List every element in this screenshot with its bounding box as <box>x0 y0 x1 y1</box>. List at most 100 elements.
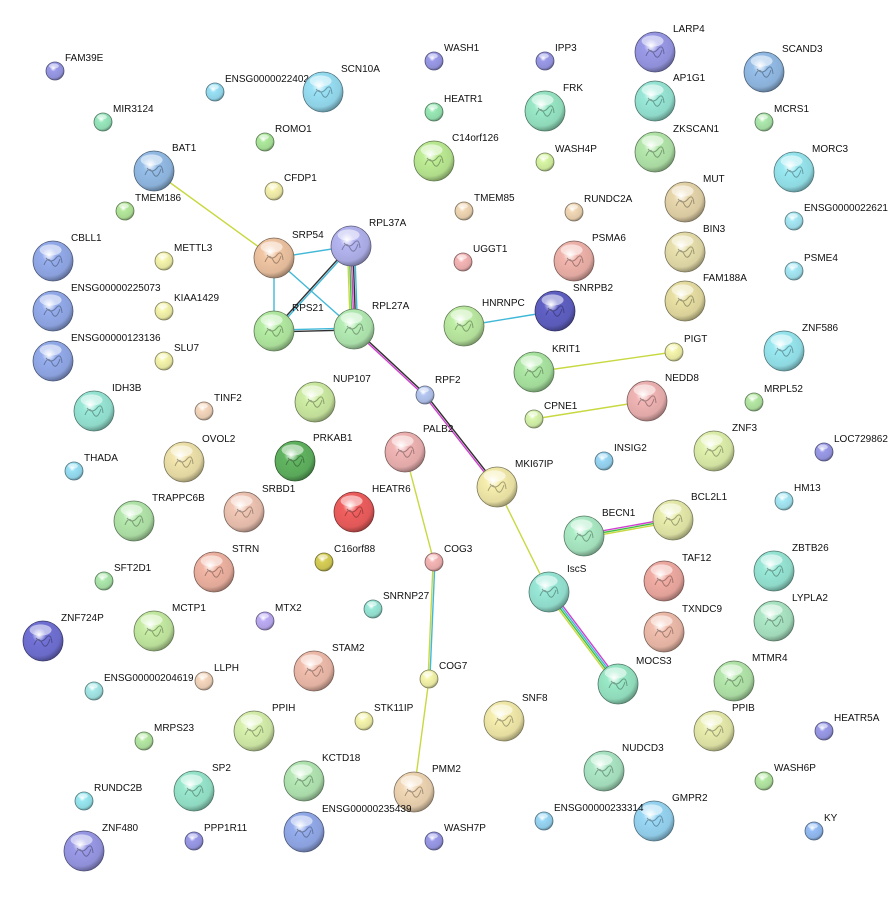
node-romo1[interactable]: ROMO1 <box>255 124 312 152</box>
node-cog7[interactable]: COG7 <box>419 661 468 689</box>
node-trappc6b[interactable]: TRAPPC6B <box>113 493 205 542</box>
node-pigt[interactable]: PIGT <box>664 334 707 362</box>
node-wash6p[interactable]: WASH6P <box>754 763 816 791</box>
node-uggt1[interactable]: UGGT1 <box>453 244 508 272</box>
node-mocs3[interactable]: MOCS3 <box>597 656 672 705</box>
node-psme4[interactable]: PSME4 <box>784 253 838 281</box>
node-mctp1[interactable]: MCTP1 <box>133 603 206 652</box>
node-znf724p[interactable]: ZNF724P <box>22 613 104 662</box>
node-prkab1[interactable]: PRKAB1 <box>274 433 353 482</box>
node-zbtb26[interactable]: ZBTB26 <box>753 543 829 592</box>
node-scand3[interactable]: SCAND3 <box>743 44 823 93</box>
node-ppih[interactable]: PPIH <box>233 703 295 752</box>
node-heatr5a[interactable]: HEATR5A <box>814 713 880 741</box>
node-snf8[interactable]: SNF8 <box>483 693 548 742</box>
node-tmem186[interactable]: TMEM186 <box>115 193 182 221</box>
node-rps21[interactable]: RPS21 <box>253 303 324 352</box>
node-mrpl52[interactable]: MRPL52 <box>744 384 803 412</box>
node-iscs[interactable]: IscS <box>528 564 587 613</box>
node-znf586[interactable]: ZNF586 <box>763 323 839 372</box>
node-c16orf88[interactable]: C16orf88 <box>314 544 376 572</box>
node-snrnp27[interactable]: SNRNP27 <box>363 591 430 619</box>
node-frk[interactable]: FRK <box>524 83 583 132</box>
node-ap1g1[interactable]: AP1G1 <box>634 73 706 122</box>
node-thada[interactable]: THADA <box>64 453 118 481</box>
node-heatr1[interactable]: HEATR1 <box>424 94 483 122</box>
node-tinf2[interactable]: TINF2 <box>194 393 242 421</box>
node-ensg00000235439[interactable]: ENSG00000235439 <box>283 804 412 853</box>
node-stam2[interactable]: STAM2 <box>293 643 365 692</box>
node-fam39e[interactable]: FAM39E <box>45 53 104 81</box>
node-ensg00000123136[interactable]: ENSG00000123136 <box>32 333 161 382</box>
node-taf12[interactable]: TAF12 <box>643 553 712 602</box>
node-kiaa1429[interactable]: KIAA1429 <box>154 293 219 321</box>
node-ensg00000233314[interactable]: ENSG00000233314 <box>534 803 644 831</box>
node-hm13[interactable]: HM13 <box>774 483 821 511</box>
node-mtx2[interactable]: MTX2 <box>255 603 302 631</box>
node-zkscan1[interactable]: ZKSCAN1 <box>634 124 720 173</box>
node-llph[interactable]: LLPH <box>194 663 239 691</box>
node-rpl37a[interactable]: RPL37A <box>330 218 407 267</box>
node-sp2[interactable]: SP2 <box>173 763 231 812</box>
node-ensg0000022621[interactable]: ENSG0000022621 <box>784 203 888 231</box>
node-hnrnpc[interactable]: HNRNPC <box>443 298 525 347</box>
node-bin3[interactable]: BIN3 <box>664 224 726 273</box>
node-rpl27a[interactable]: RPL27A <box>333 301 410 350</box>
node-mut[interactable]: MUT <box>664 174 725 223</box>
node-mki67ip[interactable]: MKI67IP <box>476 459 554 508</box>
node-nup107[interactable]: NUP107 <box>294 374 371 423</box>
node-nedd8[interactable]: NEDD8 <box>626 373 699 422</box>
node-rundc2a[interactable]: RUNDC2A <box>564 194 633 222</box>
node-rundc2b[interactable]: RUNDC2B <box>74 783 143 811</box>
node-mtmr4[interactable]: MTMR4 <box>713 653 788 702</box>
node-bat1[interactable]: BAT1 <box>133 143 197 192</box>
node-wash7p[interactable]: WASH7P <box>424 823 486 851</box>
node-gmpr2[interactable]: GMPR2 <box>633 793 708 842</box>
node-srp54[interactable]: SRP54 <box>253 230 324 279</box>
node-bcl2l1[interactable]: BCL2L1 <box>652 492 728 541</box>
node-insig2[interactable]: INSIG2 <box>594 443 647 471</box>
node-cpne1[interactable]: CPNE1 <box>524 401 578 429</box>
node-ovol2[interactable]: OVOL2 <box>163 434 236 483</box>
node-ensg00000204619[interactable]: ENSG00000204619 <box>84 673 194 701</box>
node-ipp3[interactable]: IPP3 <box>535 43 577 71</box>
node-scn10a[interactable]: SCN10A <box>302 64 380 113</box>
node-fam188a[interactable]: FAM188A <box>664 273 747 322</box>
node-c14orf126[interactable]: C14orf126 <box>413 133 499 182</box>
node-mir3124[interactable]: MIR3124 <box>93 104 154 132</box>
node-palb2[interactable]: PALB2 <box>384 424 454 473</box>
node-mcrs1[interactable]: MCRS1 <box>754 104 809 132</box>
node-strn[interactable]: STRN <box>193 544 259 593</box>
node-cbll1[interactable]: CBLL1 <box>32 233 102 282</box>
node-ensg00000224024[interactable]: ENSG00000224024 <box>205 74 315 102</box>
node-rpf2[interactable]: RPF2 <box>415 375 461 405</box>
node-heatr6[interactable]: HEATR6 <box>333 484 411 533</box>
node-nudcd3[interactable]: NUDCD3 <box>583 743 664 792</box>
node-wash1[interactable]: WASH1 <box>424 43 480 71</box>
node-mrps23[interactable]: MRPS23 <box>134 723 194 751</box>
node-slu7[interactable]: SLU7 <box>154 343 199 371</box>
node-cfdp1[interactable]: CFDP1 <box>264 173 317 201</box>
node-ky[interactable]: KY <box>804 813 838 841</box>
node-snrpb2[interactable]: SNRPB2 <box>534 283 613 332</box>
node-sft2d1[interactable]: SFT2D1 <box>94 563 152 591</box>
node-tmem85[interactable]: TMEM85 <box>454 193 515 221</box>
node-znf480[interactable]: ZNF480 <box>63 823 139 872</box>
node-ppp1r11[interactable]: PPP1R11 <box>184 823 248 851</box>
node-cog3[interactable]: COG3 <box>424 544 473 572</box>
node-kctd18[interactable]: KCTD18 <box>283 753 361 802</box>
node-loc729862[interactable]: LOC729862 <box>814 434 888 462</box>
node-wash4p[interactable]: WASH4P <box>535 144 597 172</box>
node-larp4[interactable]: LARP4 <box>634 24 705 73</box>
node-stk11ip[interactable]: STK11IP <box>354 703 414 731</box>
node-pmm2[interactable]: PMM2 <box>393 764 461 813</box>
node-psma6[interactable]: PSMA6 <box>553 233 626 282</box>
node-mettl3[interactable]: METTL3 <box>154 243 213 271</box>
node-lypla2[interactable]: LYPLA2 <box>753 593 828 642</box>
node-morc3[interactable]: MORC3 <box>773 144 849 193</box>
node-znf3[interactable]: ZNF3 <box>693 423 757 472</box>
node-idh3b[interactable]: IDH3B <box>73 383 142 432</box>
node-becn1[interactable]: BECN1 <box>563 508 636 557</box>
node-krit1[interactable]: KRIT1 <box>513 344 581 393</box>
node-srbd1[interactable]: SRBD1 <box>223 484 296 533</box>
